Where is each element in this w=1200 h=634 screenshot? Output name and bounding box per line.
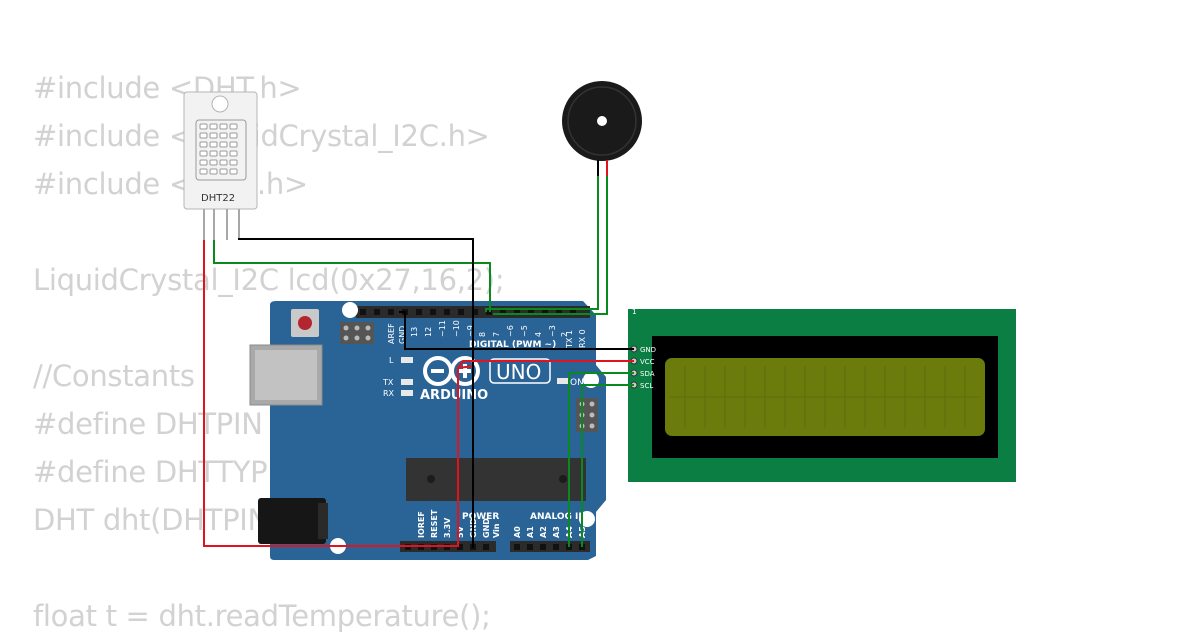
code-line: LiquidCrystal_I2C lcd(0x27,16,2);	[33, 263, 505, 297]
pin-label: A1	[526, 526, 535, 538]
pin-label: RESET	[430, 509, 439, 538]
dht22-grille	[195, 119, 247, 181]
pin-label: ~6	[506, 325, 515, 337]
led-on-label: ON	[570, 378, 584, 388]
pin-label: Vin	[492, 523, 501, 538]
wire-lcd-sda	[568, 372, 634, 547]
analog-header	[510, 541, 590, 552]
pin-label: 7	[492, 332, 501, 337]
pin-label: 8	[478, 332, 487, 337]
lcd-pin-index: 1	[632, 308, 636, 316]
digital-pin-labels: AREF GND 13 12 ~11 ~10 ~9 8 7 ~6 ~5 4 ~3…	[387, 320, 587, 349]
uno-badge	[489, 358, 551, 384]
pin-label: ~11	[438, 320, 447, 337]
led-l-label: L	[389, 356, 394, 365]
led-tx-label: TX	[382, 378, 394, 387]
pin-label: 2	[560, 332, 569, 337]
pin-label: ~9	[466, 325, 475, 337]
wire-dht-data	[213, 240, 491, 312]
arduino-model: UNO	[496, 360, 541, 384]
arduino-logo	[423, 356, 480, 386]
wire-lcd-gnd	[399, 311, 634, 350]
lcd-display[interactable]: 1 GND VCC SDA SCL	[628, 308, 1016, 482]
pin-label: IOREF	[417, 511, 426, 538]
analog-header-label: ANALOG IN	[530, 512, 586, 522]
wire-lcd-vcc	[457, 360, 634, 369]
wire-buzzer-b	[493, 176, 608, 315]
pin-label: AREF	[387, 323, 396, 344]
lcd-pin-label: SDA	[640, 370, 655, 378]
lcd-pin-label: VCC	[640, 358, 655, 366]
pin-label: A3	[552, 526, 561, 538]
dht22-sensor[interactable]: DHT22	[183, 91, 258, 240]
code-line: //Constants	[33, 359, 195, 393]
arduino-brand: ARDUINO	[420, 388, 488, 403]
pin-label: 4	[534, 332, 543, 337]
pin-label: 13	[410, 327, 419, 337]
code-line: #include <DHT.h>	[33, 71, 302, 105]
pin-label: A2	[539, 526, 548, 538]
piezo-buzzer[interactable]	[562, 81, 642, 176]
led-on	[557, 378, 569, 384]
pin-label: A0	[513, 526, 522, 538]
atmega-chip	[406, 458, 586, 501]
wires	[203, 176, 634, 548]
icsp-header	[340, 322, 374, 344]
pin-label: ~10	[452, 320, 461, 337]
dht22-label: DHT22	[201, 193, 235, 204]
pin-label: 3.3V	[443, 517, 452, 538]
wire-dht-gnd	[238, 238, 474, 548]
lcd-pin-label: SCL	[640, 382, 653, 390]
arduino-uno-board[interactable]: AREF GND 13 12 ~11 ~10 ~9 8 7 ~6 ~5 4 ~3…	[249, 301, 606, 560]
led-rx	[401, 390, 413, 396]
dht22-pins	[203, 209, 240, 240]
code-line: float t = dht.readTemperature();	[33, 599, 491, 633]
pin-label: ~5	[520, 325, 529, 337]
wire-buzzer-a	[485, 176, 599, 312]
power-jack[interactable]	[258, 498, 326, 544]
wire-lcd-scl	[581, 384, 634, 547]
led-tx	[401, 379, 413, 385]
pin-label: ~3	[548, 325, 557, 337]
pin-label: TX 1	[565, 330, 574, 349]
led-rx-label: RX	[383, 389, 395, 398]
pin-label: GND	[398, 326, 407, 344]
lcd-pin-label: GND	[640, 346, 656, 354]
power-header-label: POWER	[462, 512, 499, 522]
mounting-hole	[342, 302, 358, 318]
pin-label: 12	[424, 327, 433, 337]
icsp-header-2	[576, 398, 598, 432]
led-l	[401, 357, 413, 363]
wire-dht-vcc	[203, 240, 475, 547]
pin-label: RX 0	[578, 329, 587, 348]
digital-header-label: DIGITAL (PWM ~)	[469, 340, 556, 350]
pin-label: GND	[482, 518, 491, 538]
pin-label: 5V	[456, 525, 465, 538]
lcd-char-grid	[670, 366, 980, 428]
